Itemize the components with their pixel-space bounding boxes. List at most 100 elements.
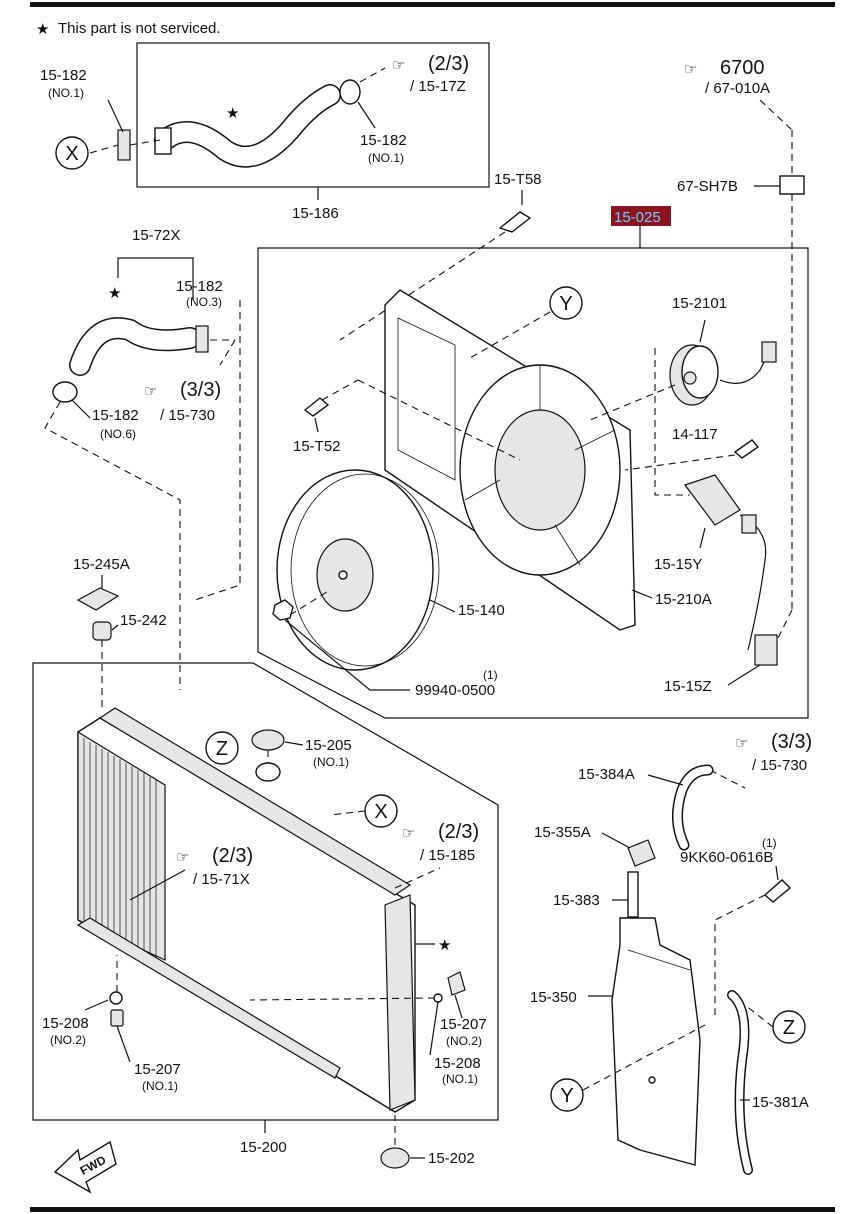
label-15-208-r: 15-208 xyxy=(434,1055,481,1072)
label-15-208-r-no: (NO.1) xyxy=(442,1072,478,1086)
label-14-117: 14-117 xyxy=(672,426,718,443)
ref-23-b-text[interactable]: (2/3) xyxy=(438,821,479,843)
label-15-384a: 15-384A xyxy=(578,766,635,783)
leader-15-15z xyxy=(727,664,761,686)
oring-15-208-no1 xyxy=(433,993,443,1003)
ref-23-c-code[interactable]: / 15-71X xyxy=(193,871,250,888)
dash-y1 xyxy=(469,311,551,359)
resistor-connector xyxy=(741,514,757,534)
pointing-hand-icon: ☞ xyxy=(684,61,697,78)
connector-67-sh7b xyxy=(779,175,805,195)
leader-15-355a xyxy=(601,832,631,849)
label-15-182-top: 15-182 xyxy=(40,67,87,84)
label-15-t58: 15-T58 xyxy=(494,171,542,188)
label-15-025[interactable]: 15-025 xyxy=(614,209,661,226)
ref-6700-text[interactable]: 6700 xyxy=(720,57,765,79)
dash-t52 xyxy=(321,379,359,401)
reservoir-mark xyxy=(648,1076,656,1084)
label-15-208-l: 15-208 xyxy=(42,1015,89,1032)
leader-15-384a xyxy=(647,774,684,786)
star-icon: ★ xyxy=(226,105,239,122)
dash-9kk60 xyxy=(714,894,766,1015)
not-serviced-note: This part is not serviced. xyxy=(58,20,221,37)
cap-15-383 xyxy=(627,871,639,918)
hose-box-15-186 xyxy=(136,42,490,188)
dash-z2 xyxy=(744,1004,774,1028)
label-9kk60: 9KK60-0616B xyxy=(680,849,773,866)
leader-15-182-top xyxy=(107,99,124,133)
dash-t52-b xyxy=(357,379,521,461)
ref-23-a-code[interactable]: / 15-17Z xyxy=(410,78,466,95)
label-99940-qty: (1) xyxy=(483,668,498,682)
pointing-hand-icon: ☞ xyxy=(176,849,189,866)
label-15-355a: 15-355A xyxy=(534,824,591,841)
fan-center xyxy=(338,570,348,580)
clamp-15-182-no6 xyxy=(52,381,78,403)
leader-x1 xyxy=(89,144,119,154)
leader-15-207-r xyxy=(454,994,463,1019)
label-15-186: 15-186 xyxy=(292,205,339,222)
ref-6700-code[interactable]: / 67-010A xyxy=(705,80,770,97)
leader-15-208-r xyxy=(429,1001,439,1056)
label-15-207-r-no: (NO.2) xyxy=(446,1034,482,1048)
leader-99940 xyxy=(284,619,410,691)
pointing-hand-icon: ☞ xyxy=(402,825,415,842)
callout-y2[interactable] xyxy=(550,1078,584,1112)
highlight-15-025[interactable] xyxy=(611,206,671,226)
label-15-245a: 15-245A xyxy=(73,556,130,573)
ref-33-b-text[interactable]: (3/3) xyxy=(771,731,812,753)
bottom-rule xyxy=(30,1207,835,1212)
bracket-15-72x xyxy=(117,257,194,300)
clamp-15-182-top xyxy=(117,129,131,161)
strut-2 xyxy=(464,479,501,501)
upper-hose-end xyxy=(154,127,172,155)
leader-15-208-l xyxy=(84,999,109,1011)
dash-box-motor xyxy=(654,348,690,496)
leader-15-182-mid xyxy=(357,101,376,129)
motor-shaft xyxy=(683,371,697,385)
label-15-207-l: 15-207 xyxy=(134,1061,181,1078)
leader-15-205 xyxy=(284,741,304,746)
ref-33-a-text[interactable]: (3/3) xyxy=(180,379,221,401)
ref-23-c-text[interactable]: (2/3) xyxy=(212,845,253,867)
label-15-182-no6: 15-182 xyxy=(92,407,139,424)
label-15-210a: 15-210A xyxy=(655,591,712,608)
callout-x1[interactable] xyxy=(55,136,89,170)
callout-z1-label: Z xyxy=(216,738,228,760)
condenser-fins xyxy=(83,738,157,957)
label-15-140: 15-140 xyxy=(458,602,505,619)
fan-rim xyxy=(290,473,440,667)
resistor-15-15y xyxy=(684,474,741,526)
callout-x1-label: X xyxy=(65,143,78,165)
pointing-hand-icon: ☞ xyxy=(735,735,748,752)
callout-z2-label: Z xyxy=(783,1017,795,1039)
label-15-208-l-no: (NO.2) xyxy=(50,1033,86,1047)
dash-15-15z xyxy=(776,609,793,641)
dash-nut xyxy=(289,589,331,616)
dash-no6 xyxy=(44,401,181,690)
label-15-383: 15-383 xyxy=(553,892,600,909)
leader-x1b xyxy=(129,139,161,146)
mount-15-242 xyxy=(92,621,112,641)
dash-hose-down xyxy=(194,300,241,601)
leader-15-210a xyxy=(631,589,653,599)
dash-ref-23-b xyxy=(394,867,441,889)
fan-assembly-box xyxy=(257,247,809,719)
bolt-15-t52 xyxy=(303,397,330,417)
motor-connector xyxy=(761,341,777,363)
leader-ref-23-c xyxy=(129,869,186,901)
ref-33-a-code[interactable]: / 15-730 xyxy=(160,407,215,424)
dash-ref-33-b xyxy=(709,769,746,789)
callout-y1[interactable] xyxy=(549,286,583,320)
drain-plug-15-207-no2 xyxy=(447,971,466,996)
label-15-182-no3-no: (NO.3) xyxy=(186,295,222,309)
ref-33-b-code[interactable]: / 15-730 xyxy=(752,757,807,774)
ref-23-a-text[interactable]: (2/3) xyxy=(428,53,469,75)
ref-23-b-code[interactable]: / 15-185 xyxy=(420,847,475,864)
lower-hose-15-72x xyxy=(70,318,200,375)
callout-z1[interactable] xyxy=(205,731,239,765)
leader-9kk60 xyxy=(775,865,779,881)
callout-y1-label: Y xyxy=(559,293,572,315)
label-15-182-top-no: (NO.1) xyxy=(48,86,84,100)
callout-y2-label: Y xyxy=(560,1085,573,1107)
